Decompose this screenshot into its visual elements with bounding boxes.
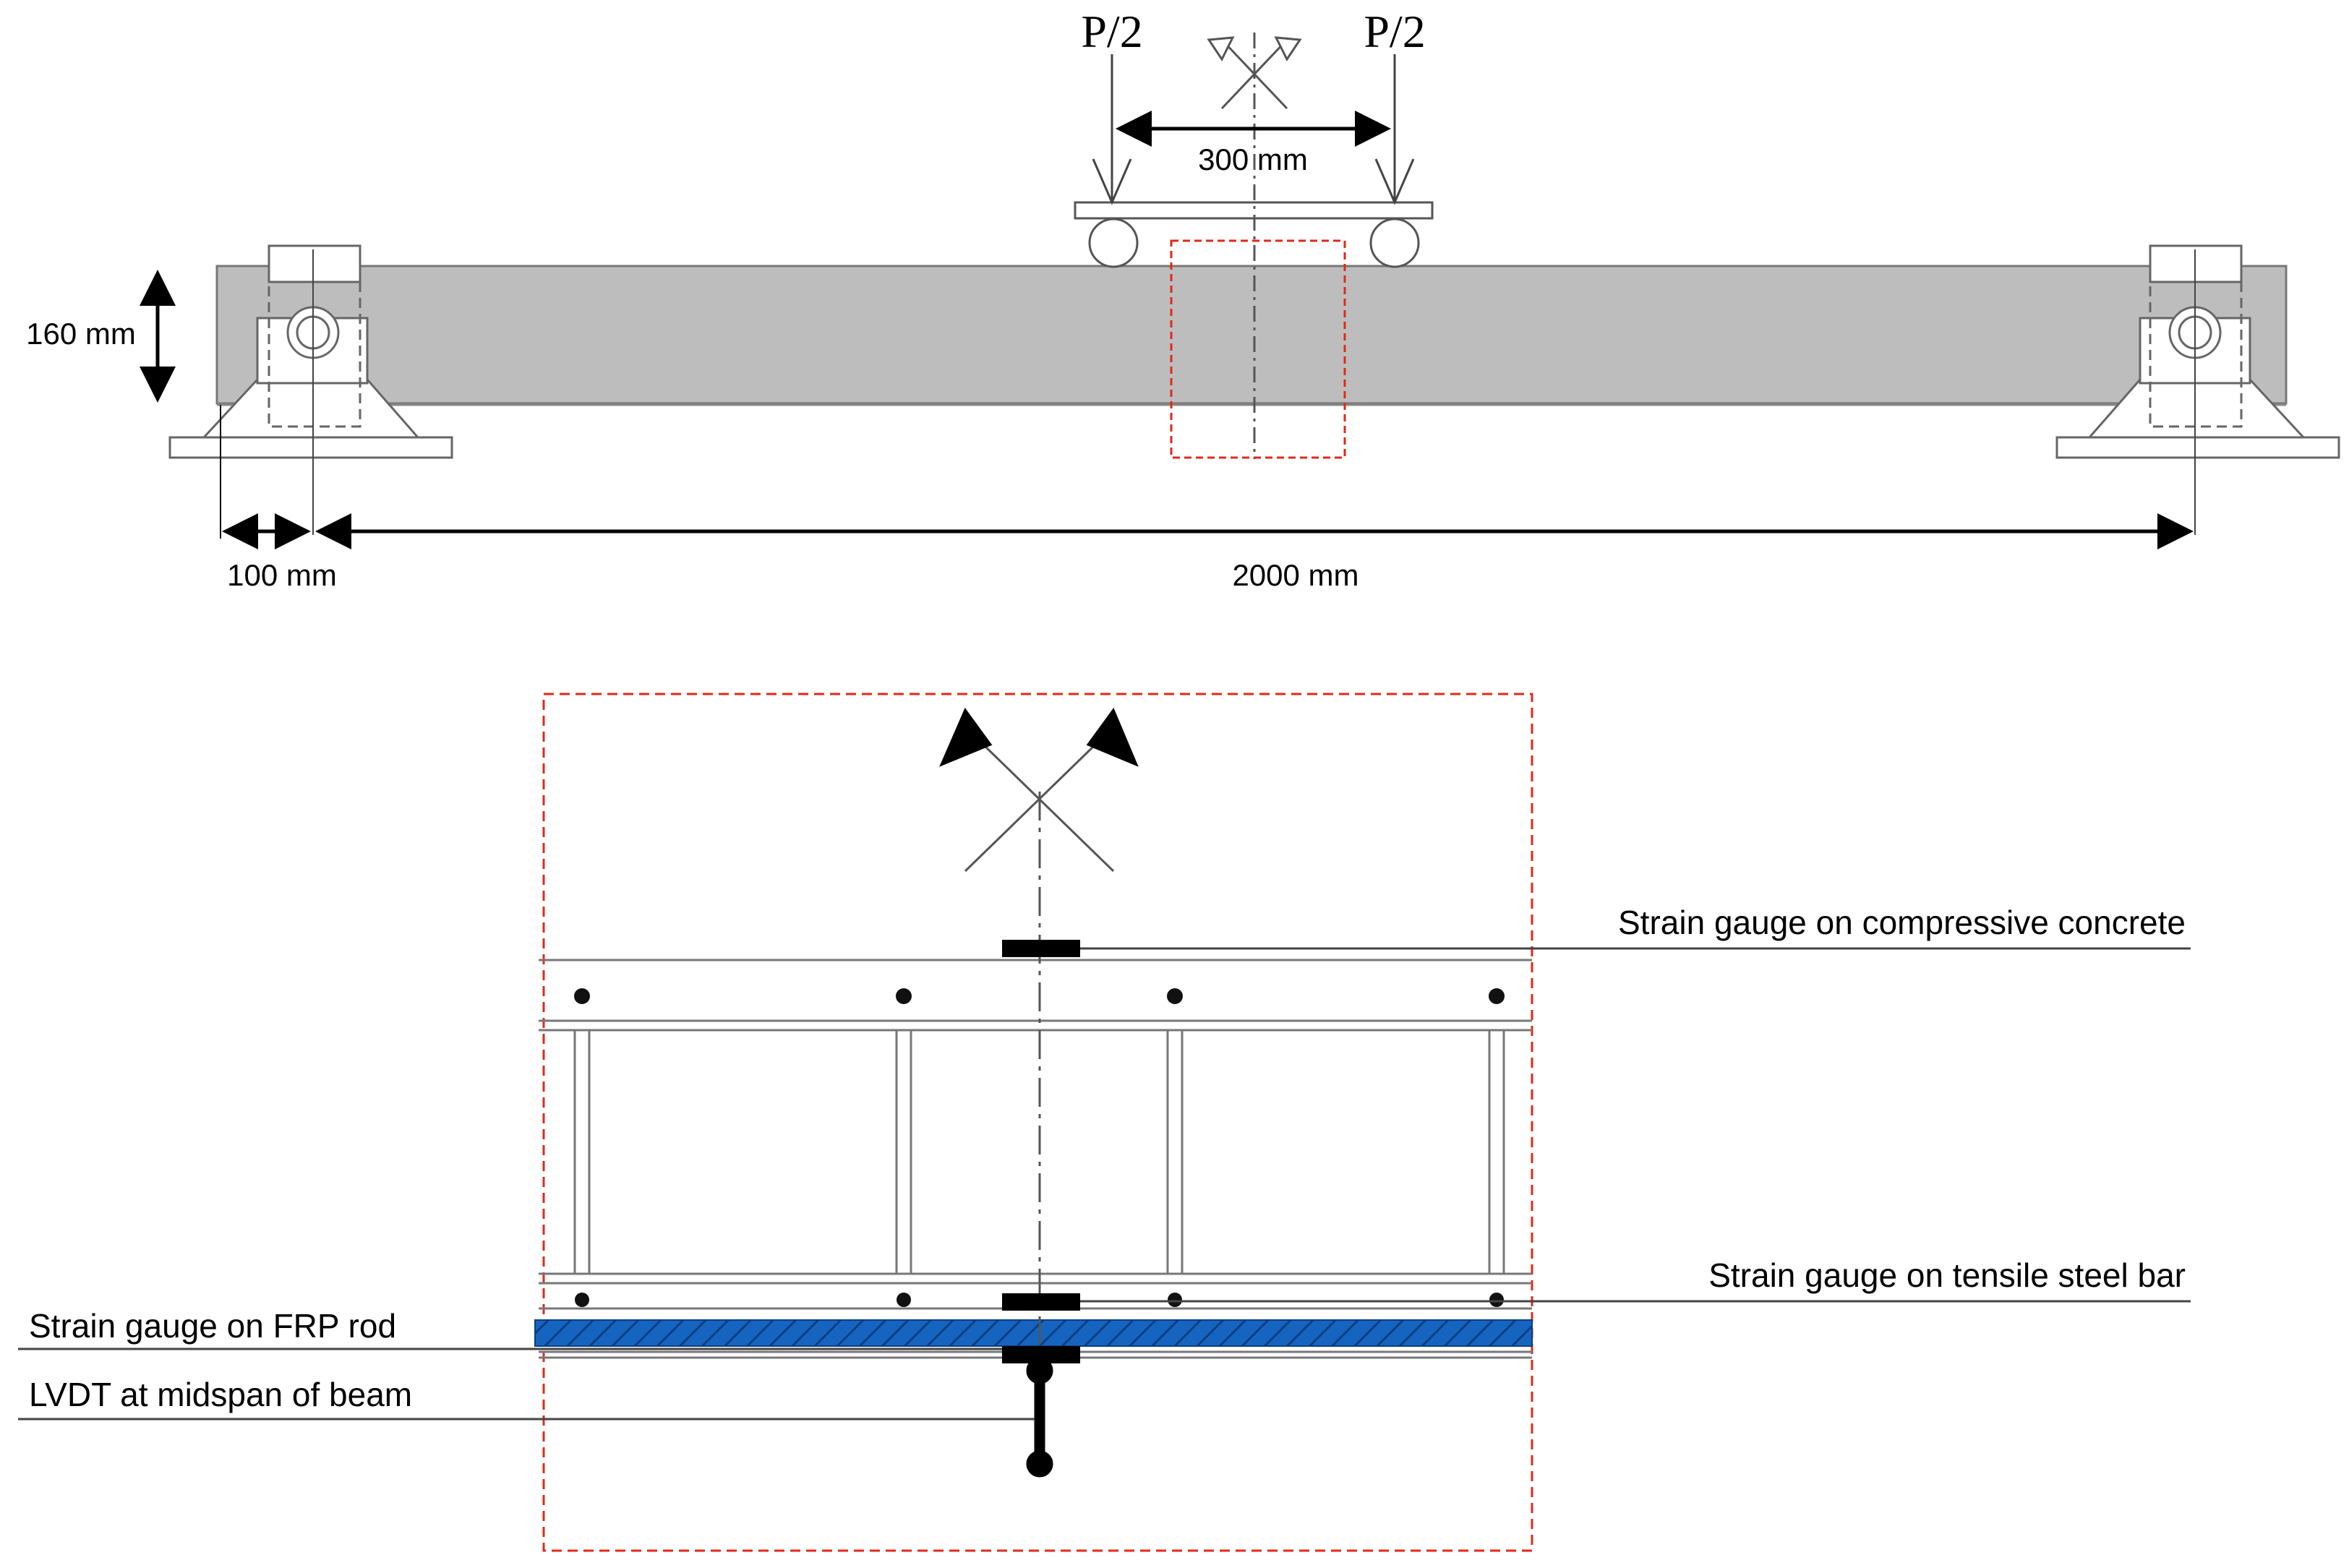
symmetry-flag-icon [1207,36,1302,110]
top-reinforcement-bars [574,988,1505,1004]
concrete-beam [215,265,2288,405]
gauge-tensile-label: Strain gauge on tensile steel bar [1708,1256,2186,1294]
frp-rod [534,1319,1533,1347]
lvdt-label: LVDT at midspan of beam [29,1376,412,1413]
left-support [168,244,453,535]
gauge-compressive-label: Strain gauge on compressive concrete [1618,904,2186,941]
gauge-frp-label: Strain gauge on FRP rod [29,1307,396,1345]
strain-gauge-tensile [1002,1293,1080,1311]
beam-elevation: P/2 P/2 300 mm 160 mm 100 mm 2000 mm [26,6,2340,592]
symmetry-flag-icon [939,707,1139,873]
span-label: 2000 mm [1232,558,1359,592]
leader-lines [18,947,2191,1421]
midspan-detail: Strain gauge on compressive concrete Str… [18,693,2191,1552]
tensile-steel-bars [575,1293,1504,1307]
strain-gauge-compressive [1002,940,1080,957]
loading-frame [1074,201,1434,268]
load-left-label: P/2 [1081,6,1142,57]
stirrups [573,1029,1505,1275]
detail-region-marker [1170,239,1346,459]
beam-depth-label: 160 mm [26,317,136,351]
overhang-label: 100 mm [227,558,337,592]
lvdt-sensor-icon [1026,1357,1053,1478]
load-spacing-label: 300 mm [1198,142,1308,176]
load-right-label: P/2 [1364,6,1425,57]
right-support [2055,244,2340,535]
detail-frame [542,693,1533,1552]
